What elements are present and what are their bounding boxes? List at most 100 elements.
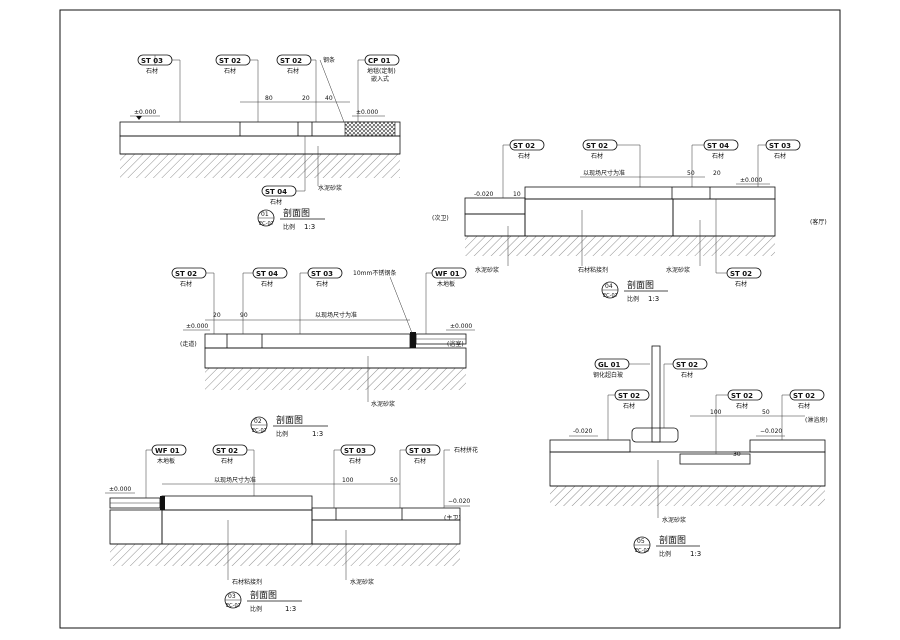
level-text: ±0.000: [356, 109, 378, 116]
detail-01: ±0.000 ±0.000 80 20 40 ST 03 石材 ST 02 石材…: [119, 54, 401, 231]
svg-text:ST 04: ST 04: [707, 142, 729, 150]
svg-text:1:3: 1:3: [285, 605, 296, 613]
dimension-text: 100: [342, 477, 354, 484]
material-tag: ST 04 石材: [242, 267, 288, 334]
svg-text:ST 03: ST 03: [769, 142, 791, 150]
svg-text:ST 02: ST 02: [513, 142, 535, 150]
material-tag: ST 02 石材: [715, 199, 762, 288]
svg-text:ST 03: ST 03: [344, 447, 366, 455]
svg-text:石材: 石材: [261, 280, 273, 288]
annotation: 水泥砂浆: [666, 266, 690, 274]
svg-text:03: 03: [228, 593, 236, 600]
svg-text:ST 03: ST 03: [311, 270, 333, 278]
annotation: 以现场尺寸为准: [583, 169, 625, 177]
svg-text:ST 02: ST 02: [793, 392, 815, 400]
material-tag: ST 02 石材: [171, 267, 215, 334]
svg-text:钢化超白玻: 钢化超白玻: [593, 371, 623, 379]
level-text: ±0.000: [109, 486, 131, 493]
annotation: 水泥砂浆: [371, 400, 395, 408]
svg-text:地毯(定制): 地毯(定制): [367, 67, 396, 75]
dimension-text: 10: [513, 191, 521, 198]
svg-text:比例: 比例: [250, 605, 262, 613]
svg-text:1:3: 1:3: [304, 223, 315, 231]
svg-text:ST 03: ST 03: [409, 447, 431, 455]
svg-text:ST 03: ST 03: [141, 57, 163, 65]
annotation: 以现场尺寸为准: [214, 476, 256, 484]
svg-text:石材: 石材: [180, 280, 192, 288]
material-tag: WF 01 木地板: [425, 267, 467, 334]
dimension-text: 80: [265, 95, 273, 102]
annotation: 10mm不锈钢条: [353, 269, 396, 277]
svg-text:WF 01: WF 01: [155, 447, 180, 455]
material-tag: ST 04 石材: [261, 136, 306, 206]
material-tag: ST 02 石材: [781, 389, 825, 440]
svg-text:02: 02: [254, 418, 262, 425]
annotation: 钢条: [323, 56, 335, 64]
room-label: (浴室): [447, 340, 464, 348]
svg-text:石材: 石材: [146, 67, 158, 75]
svg-text:ST 02: ST 02: [586, 142, 608, 150]
material-tag: ST 02 石材: [502, 139, 545, 198]
svg-text:1:3: 1:3: [312, 430, 323, 438]
svg-text:比例: 比例: [283, 223, 295, 231]
svg-text:WF 01: WF 01: [435, 270, 460, 278]
svg-text:ST 02: ST 02: [676, 361, 698, 369]
svg-text:1:3: 1:3: [648, 295, 659, 303]
dimension-text: 20: [713, 170, 721, 177]
svg-text:GL 01: GL 01: [598, 361, 621, 369]
svg-text:石材: 石材: [712, 152, 724, 160]
svg-text:ST 02: ST 02: [219, 57, 241, 65]
svg-text:石材: 石材: [774, 152, 786, 160]
svg-text:石材: 石材: [224, 67, 236, 75]
svg-text:比例: 比例: [276, 430, 288, 438]
svg-text:嵌入式: 嵌入式: [371, 75, 389, 83]
detail-04: -0.020 ±0.000 以现场尺寸为准 50 20 10 ST 02 石材 …: [432, 139, 827, 303]
section-title: 03 EC-07 剖面图 比例 1:3: [224, 589, 302, 613]
svg-text:石材: 石材: [414, 457, 426, 465]
level-text: −0.020: [760, 428, 782, 435]
svg-text:木地板: 木地板: [437, 280, 455, 288]
svg-text:EC-07: EC-07: [603, 293, 618, 299]
svg-text:石材: 石材: [287, 67, 299, 75]
material-tag: GL 01 钢化超白玻: [593, 358, 650, 379]
material-tag: WF 01 木地板: [145, 444, 187, 498]
level-text: -0.020: [573, 428, 593, 435]
svg-text:EC-07: EC-07: [252, 428, 267, 434]
material-tag: ST 02 石材: [276, 54, 317, 122]
svg-text:木地板: 木地板: [157, 457, 175, 465]
section-title: 01 EC-07 剖面图 比例 1:3: [257, 207, 325, 231]
svg-text:石材: 石材: [681, 371, 693, 379]
material-tag: ST 02 石材: [715, 389, 763, 454]
annotation: 水泥砂浆: [662, 516, 686, 524]
svg-text:01: 01: [261, 211, 269, 218]
svg-text:比例: 比例: [627, 295, 639, 303]
svg-text:石材: 石材: [316, 280, 328, 288]
material-tag: ST 02 石材: [607, 389, 650, 440]
section-title: 05 EC-07 剖面图 比例 1:3: [633, 534, 701, 558]
dimension-text: 30: [733, 451, 741, 458]
annotation: 水泥砂浆: [318, 184, 342, 192]
svg-text:ST 02: ST 02: [175, 270, 197, 278]
level-text: ±0.000: [740, 177, 762, 184]
material-tag: ST 02 石材: [582, 139, 641, 187]
svg-text:剖面图: 剖面图: [659, 534, 686, 546]
svg-text:石材: 石材: [623, 402, 635, 410]
svg-text:石材: 石材: [736, 402, 748, 410]
detail-02: ±0.000 ±0.000 (走道) (浴室) 20 90 以现场尺寸为准 ST…: [171, 267, 475, 438]
material-tag: ST 03 石材: [137, 54, 181, 122]
svg-text:ST 04: ST 04: [265, 188, 287, 196]
annotation: 以现场尺寸为准: [315, 311, 357, 319]
svg-text:1:3: 1:3: [690, 550, 701, 558]
dimension-text: 40: [325, 95, 333, 102]
material-tag: ST 03 石材: [333, 444, 376, 508]
material-tag: ST 02 石材: [215, 54, 259, 122]
svg-text:比例: 比例: [659, 550, 671, 558]
room-label: (走道): [180, 340, 197, 348]
svg-text:石材: 石材: [221, 457, 233, 465]
svg-text:石材: 石材: [518, 152, 530, 160]
svg-text:剖面图: 剖面图: [627, 279, 654, 291]
svg-text:ST 02: ST 02: [216, 447, 238, 455]
svg-text:石材: 石材: [798, 402, 810, 410]
annotation: 水泥砂浆: [350, 578, 374, 586]
svg-text:ST 04: ST 04: [256, 270, 278, 278]
